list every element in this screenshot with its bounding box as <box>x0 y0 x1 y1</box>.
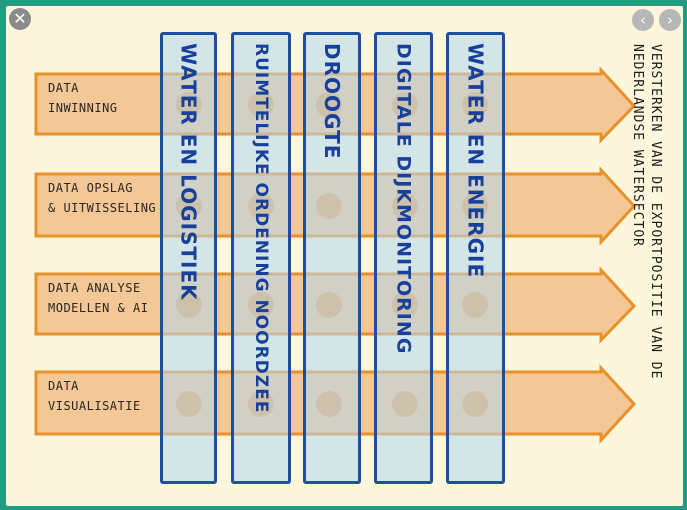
column-label: Water en logistiek <box>176 43 201 301</box>
column-label: Water en energie <box>463 43 488 279</box>
arrow-label: Data inwinning <box>48 81 118 115</box>
column-label: Ruimtelijke ordening Noordzee <box>251 43 271 414</box>
arrow-label: Data analyse modellen & AI <box>48 281 149 315</box>
arrow-label: Data opslag & uitwisseling <box>48 181 157 215</box>
theme-column: Digitale dijkmonitoring <box>374 32 433 484</box>
column-label: Digitale dijkmonitoring <box>392 43 415 355</box>
theme-column: Ruimtelijke ordening Noordzee <box>231 32 291 484</box>
chevron-right-icon[interactable]: › <box>659 9 681 31</box>
side-title: Versterken van de exportpositie van de N… <box>630 44 663 380</box>
arrow-label: Data visualisatie <box>48 379 141 413</box>
column-label: Droogte <box>320 43 344 160</box>
theme-column: Droogte <box>303 32 361 484</box>
theme-column: Water en logistiek <box>160 32 217 484</box>
theme-column: Water en energie <box>446 32 505 484</box>
close-icon[interactable]: ✕ <box>9 8 31 30</box>
chevron-left-icon[interactable]: ‹ <box>632 9 654 31</box>
